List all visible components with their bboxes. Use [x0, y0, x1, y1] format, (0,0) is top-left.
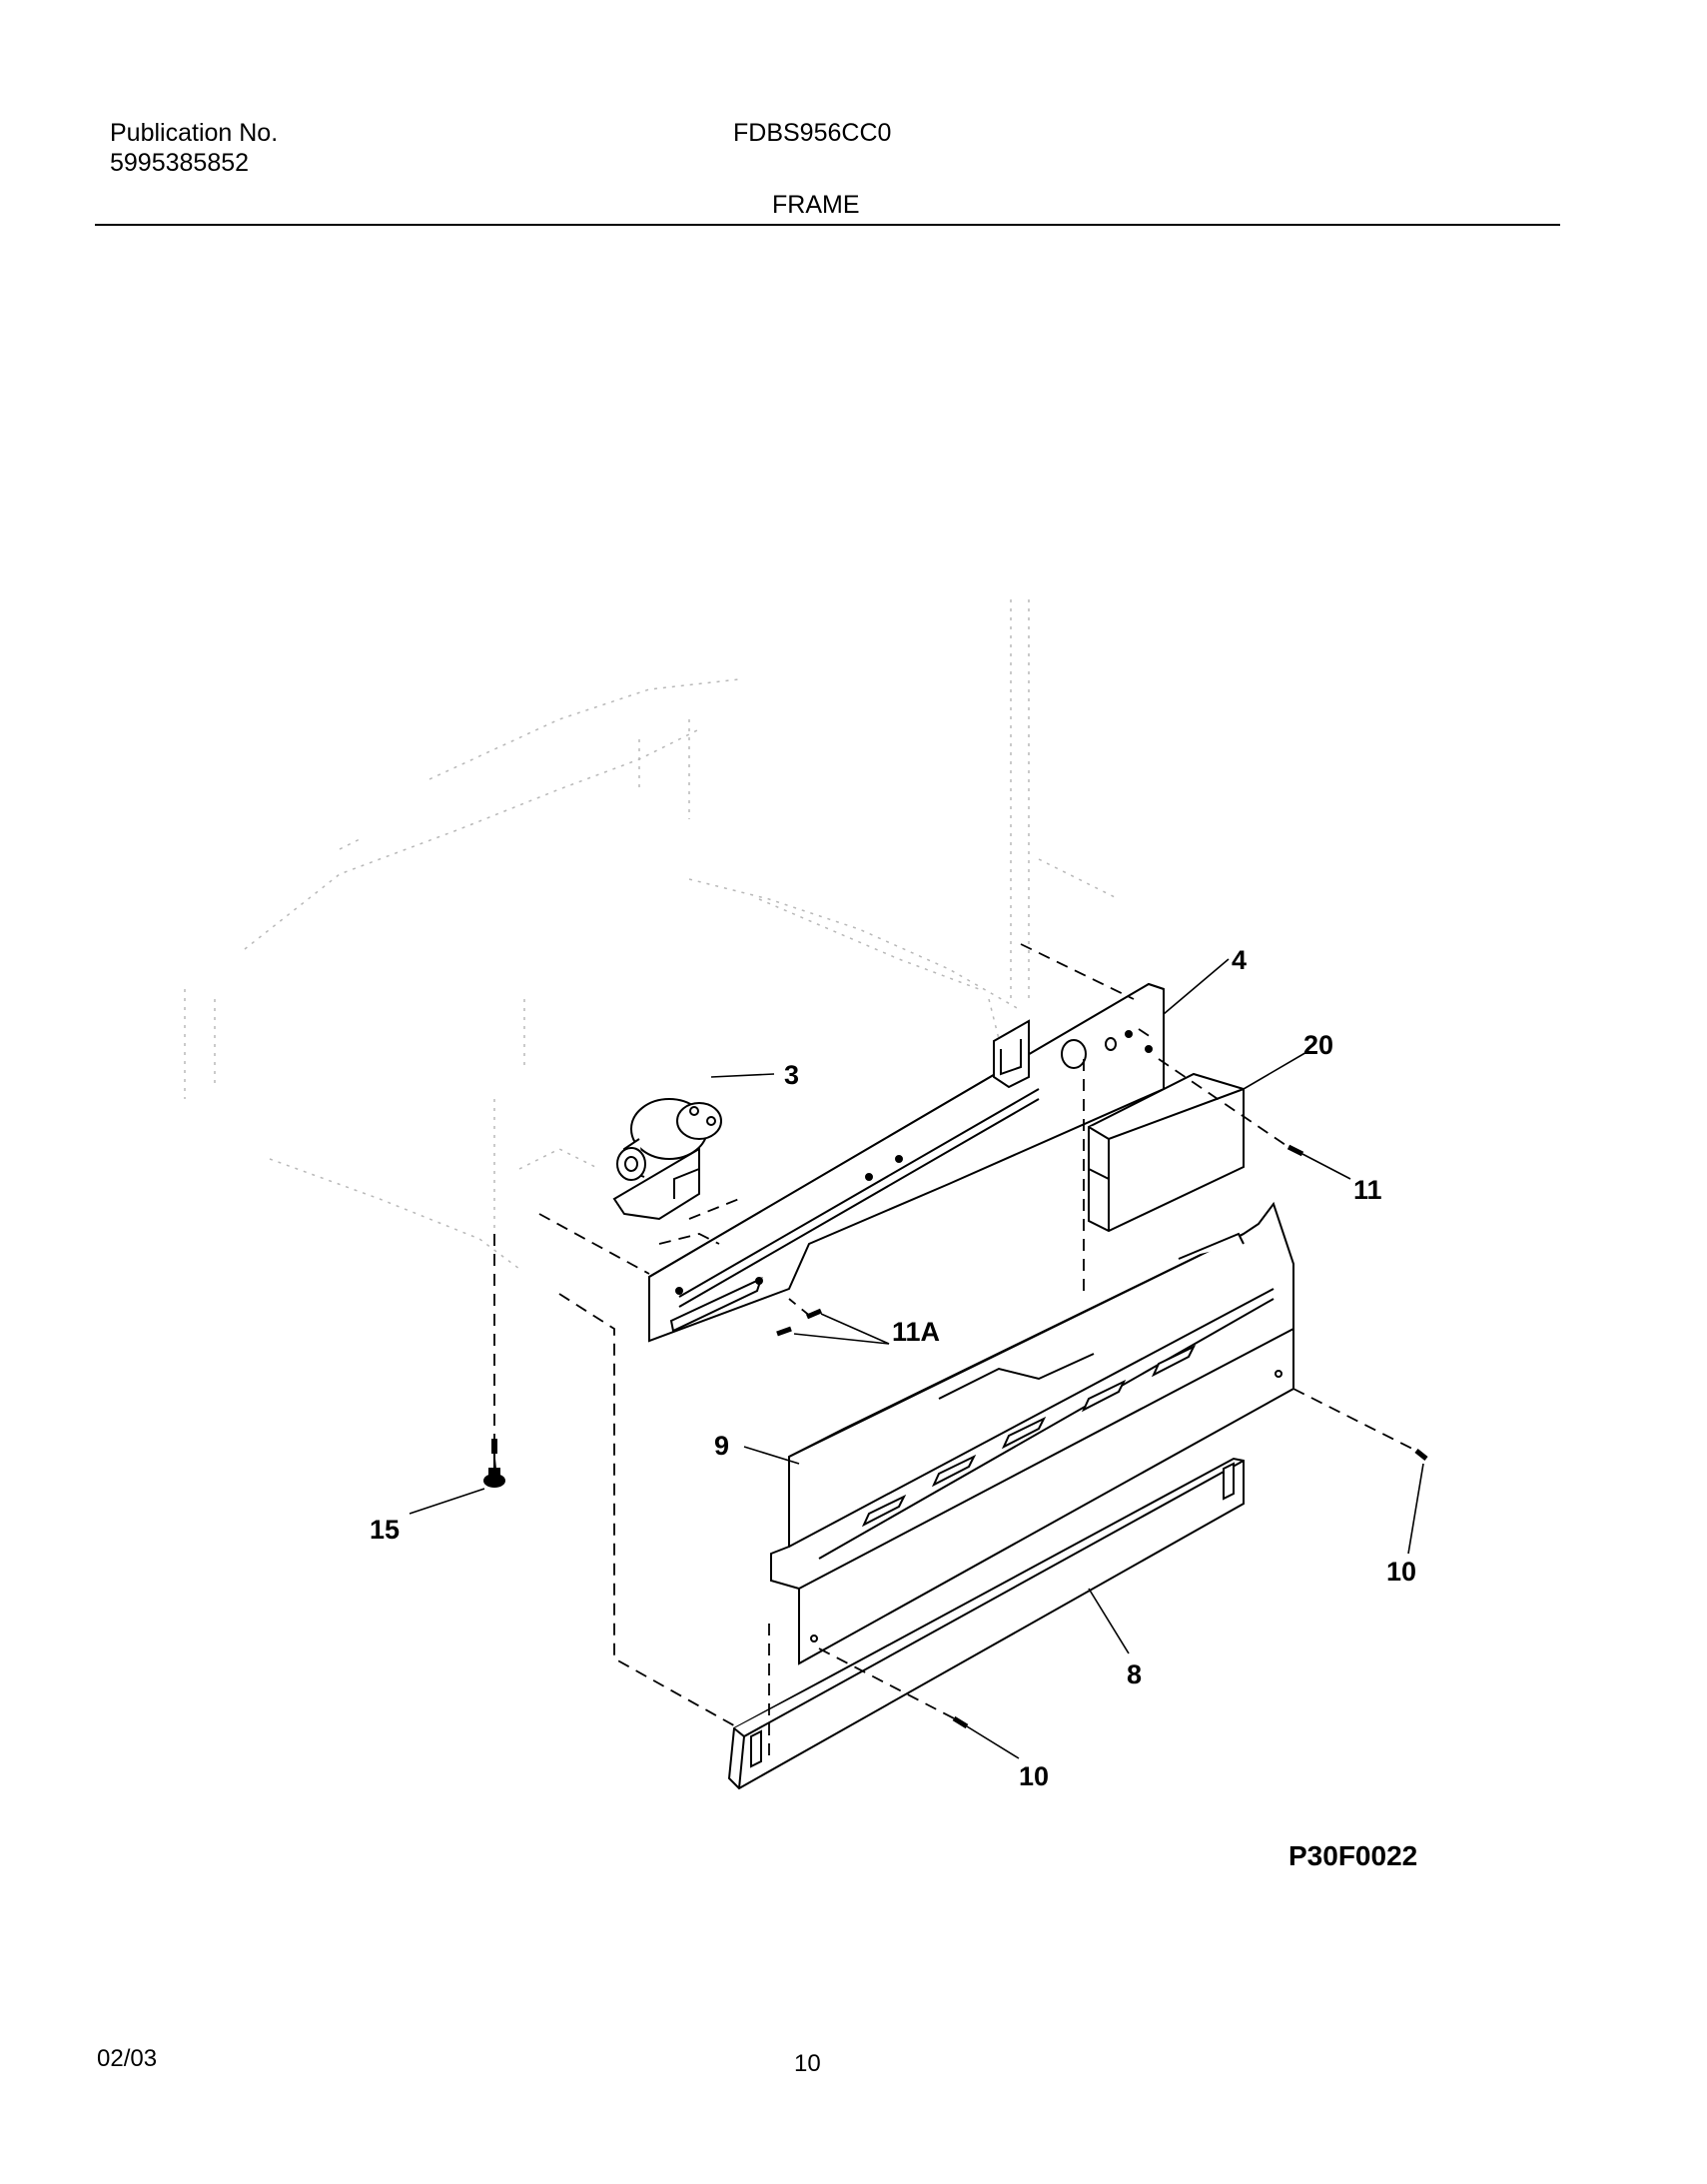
part-20-cover	[1088, 1072, 1245, 1233]
callout-8: 8	[1127, 1659, 1142, 1689]
screw-11a-lower-icon	[776, 1326, 792, 1337]
callout-3: 3	[784, 1060, 799, 1090]
screw-11-icon	[1286, 1144, 1304, 1157]
part-3-valve	[612, 1098, 722, 1221]
model-number: FDBS956CC0	[733, 119, 892, 147]
ghost-cabinet-outline	[184, 599, 1120, 1270]
callout-10-right: 10	[1386, 1557, 1416, 1587]
callout-9: 9	[714, 1431, 729, 1461]
publication-label: Publication No.	[110, 119, 279, 147]
part-9-panel	[770, 1201, 1294, 1665]
publication-date: 02/03	[97, 2045, 158, 2072]
header-rule	[95, 224, 1560, 226]
section-title: FRAME	[772, 191, 860, 219]
callout-11a: 11A	[892, 1317, 940, 1347]
screw-10-bottom-icon	[952, 1715, 969, 1729]
screw-10-right-icon	[1414, 1449, 1428, 1461]
callout-15: 15	[370, 1515, 400, 1545]
callout-leader-lines	[409, 958, 1424, 1759]
drawing-code: P30F0022	[1288, 1840, 1417, 1871]
callout-20: 20	[1303, 1030, 1333, 1060]
part-8-kick-plate	[727, 1457, 1245, 1790]
callout-11: 11	[1353, 1175, 1382, 1205]
callout-10-bottom: 10	[1019, 1761, 1049, 1791]
assembly-dashed-lines	[493, 943, 1417, 1758]
callout-4: 4	[1232, 945, 1247, 975]
part-4-front-rail	[648, 982, 1165, 1343]
page-number: 10	[794, 2050, 821, 2077]
publication-number: 5995385852	[110, 149, 250, 177]
